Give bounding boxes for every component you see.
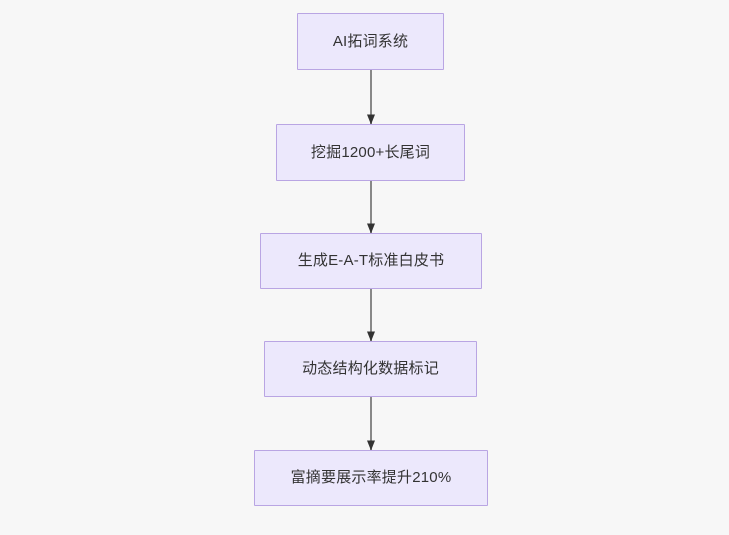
flow-node-1-label: AI拓词系统 xyxy=(332,32,409,50)
flow-node-5-label: 富摘要展示率提升210% xyxy=(290,469,452,486)
flow-node-4[interactable]: 动态结构化数据标记 xyxy=(264,341,477,397)
flow-node-3[interactable]: 生成E-A-T标准白皮书 xyxy=(260,233,482,289)
flow-node-3-label: 生成E-A-T标准白皮书 xyxy=(297,252,445,269)
flow-node-1[interactable]: AI拓词系统 xyxy=(297,13,444,70)
flow-node-2[interactable]: 挖掘1200+长尾词 xyxy=(276,124,465,181)
flow-node-4-label: 动态结构化数据标记 xyxy=(302,360,439,377)
flow-node-5[interactable]: 富摘要展示率提升210% xyxy=(254,450,488,506)
flow-node-2-label: 挖掘1200+长尾词 xyxy=(310,143,431,161)
